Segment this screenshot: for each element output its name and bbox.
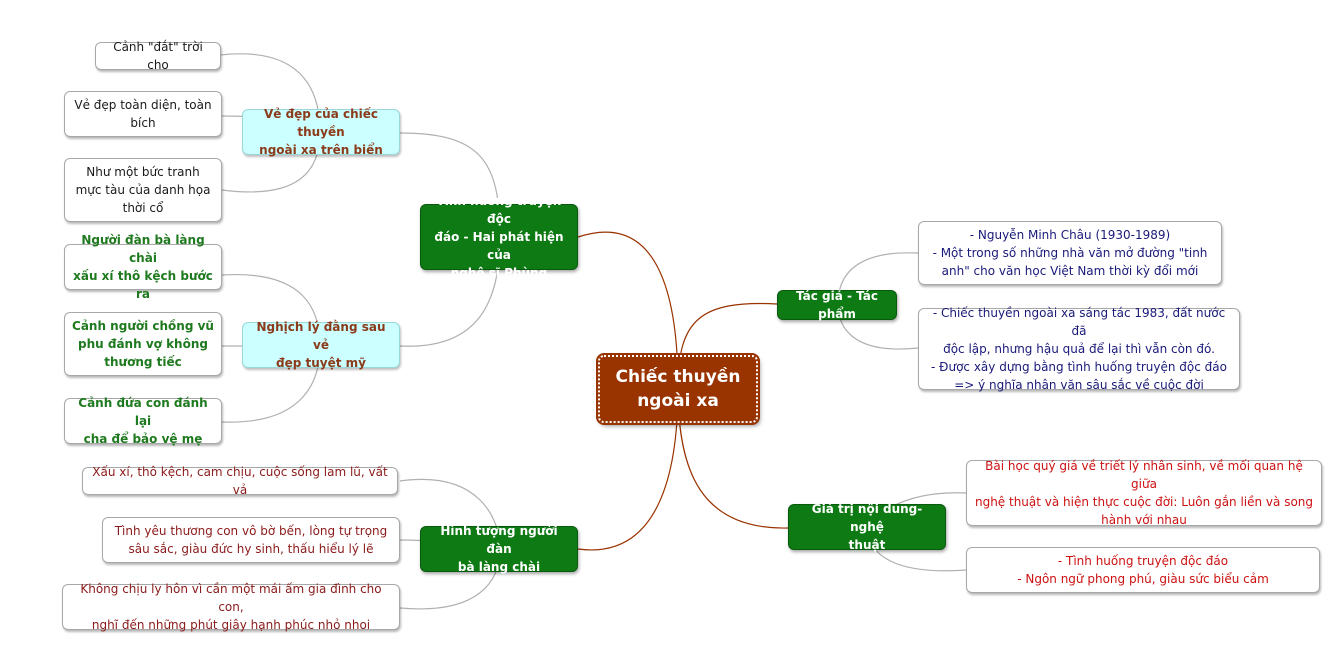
link-main bbox=[577, 231, 679, 389]
branch-tinh-huong[interactable]: Tình huống truyện độc đáo - Hai phát hiệ… bbox=[420, 194, 578, 280]
leaf-dua-con[interactable]: Cảnh đứa con đánh lại cha để bảo vệ mẹ bbox=[64, 396, 222, 446]
leaf-khong-ly-hon[interactable]: Không chịu ly hôn vì cần một mái ấm gia … bbox=[62, 582, 400, 632]
leaf-canh-dat[interactable]: Cảnh "đắt" trời cho bbox=[95, 40, 221, 72]
branch-tac-gia[interactable]: Tác giả - Tác phẩm bbox=[777, 289, 897, 321]
leaf-tac-gia-info[interactable]: - Nguyễn Minh Châu (1930-1989) - Một tro… bbox=[918, 221, 1222, 285]
leaf-tac-pham-info[interactable]: - Chiếc thuyền ngoài xa sáng tác 1983, đ… bbox=[918, 306, 1240, 392]
leaf-tinh-yeu-thuong[interactable]: Tình yêu thương con vô bờ bến, lòng tự t… bbox=[102, 517, 400, 563]
sub-topic-ve-dep[interactable]: Vẻ đẹp của chiếc thuyền ngoài xa trên bi… bbox=[242, 107, 400, 157]
branch-gia-tri[interactable]: Giá trị nội dung-nghệ thuật bbox=[788, 502, 946, 552]
leaf-bai-hoc[interactable]: Bài học quý giá về triết lý nhân sinh, v… bbox=[966, 459, 1322, 527]
leaf-xau-xi[interactable]: Xấu xí, thô kệch, cam chịu, cuộc sống la… bbox=[82, 465, 398, 497]
leaf-nghe-thuat[interactable]: - Tình huống truyện độc đáo - Ngôn ngữ p… bbox=[966, 547, 1320, 593]
leaf-nguoi-dan-ba[interactable]: Người đàn bà làng chài xấu xí thô kệch b… bbox=[64, 233, 222, 301]
leaf-ve-dep-toan-dien[interactable]: Vẻ đẹp toàn diện, toàn bích bbox=[64, 91, 222, 137]
branch-hinh-tuong[interactable]: Hình tượng người đàn bà làng chài bbox=[420, 524, 578, 574]
leaf-buc-tranh[interactable]: Như một bức tranh mực tàu của danh họa t… bbox=[64, 158, 222, 222]
leaf-nguoi-chong[interactable]: Cảnh người chồng vũ phu đánh vợ không th… bbox=[64, 312, 222, 376]
central-topic[interactable]: Chiếc thuyền ngoài xa bbox=[596, 353, 760, 425]
sub-topic-nghich-ly[interactable]: Nghịch lý đằng sau vẻ đẹp tuyệt mỹ bbox=[242, 320, 400, 370]
